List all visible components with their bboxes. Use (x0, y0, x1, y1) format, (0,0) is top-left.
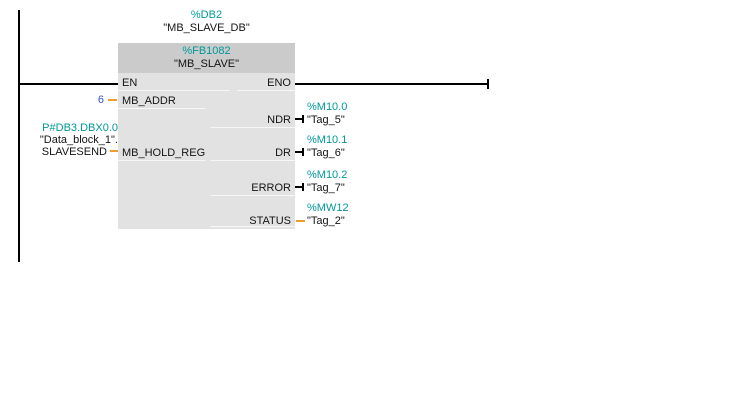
pin-mb-hold-reg[interactable]: MB_HOLD_REG (122, 147, 206, 159)
row-underline (118, 108, 206, 109)
error-connector-tick (302, 183, 304, 191)
pin-ndr[interactable]: NDR (267, 114, 291, 126)
dr-operand-address[interactable]: %M10.1 (307, 134, 348, 146)
row-underline (118, 90, 230, 91)
row-underline (210, 127, 295, 128)
eno-wire-end-tick (487, 79, 489, 89)
power-rail (18, 10, 20, 262)
instance-db-caption[interactable]: %DB2 "MB_SLAVE_DB" (118, 9, 295, 35)
error-operand-tag[interactable]: "Tag_7" (307, 182, 345, 194)
mb-hold-reg-connector-dash (110, 150, 118, 152)
ndr-connector-tick (302, 115, 304, 123)
row-underline (118, 160, 206, 161)
mb-hold-reg-pointer[interactable]: P#DB3.DBX0.0 (42, 122, 118, 134)
pin-mb-addr[interactable]: MB_ADDR (122, 95, 176, 107)
instance-db-name[interactable]: "MB_SLAVE_DB" (163, 22, 250, 34)
row-underline (210, 226, 295, 227)
dr-connector-tick (302, 148, 304, 156)
instance-db-address[interactable]: %DB2 (190, 9, 223, 21)
pin-eno[interactable]: ENO (267, 77, 291, 89)
mb-hold-reg-operand[interactable]: P#DB3.DBX0.0 "Data_block_1". SLAVESEND (18, 122, 118, 158)
en-wire (19, 83, 118, 85)
error-connector-stub (295, 186, 304, 188)
ndr-connector-stub (295, 118, 304, 120)
block-address: %FB1082 (182, 45, 231, 57)
pin-dr[interactable]: DR (275, 147, 291, 159)
row-underline (237, 90, 295, 91)
pin-error[interactable]: ERROR (251, 182, 291, 194)
mb-slave-block[interactable]: %FB1082 "MB_SLAVE" EN ENO MB_ADDR MB_HOL… (118, 43, 295, 229)
status-operand-address[interactable]: %MW12 (307, 202, 349, 214)
mb-addr-connector-dash (108, 99, 117, 101)
mb-hold-reg-datablock[interactable]: "Data_block_1". (39, 134, 118, 146)
mb-addr-operand[interactable]: 6 (97, 94, 104, 106)
row-underline (210, 160, 295, 161)
block-header[interactable]: %FB1082 "MB_SLAVE" (118, 43, 295, 73)
mb-hold-reg-member[interactable]: SLAVESEND (18, 146, 118, 158)
eno-wire (295, 83, 488, 85)
status-operand-tag[interactable]: "Tag_2" (307, 215, 345, 227)
dr-connector-stub (295, 151, 304, 153)
dr-operand-tag[interactable]: "Tag_6" (307, 147, 345, 159)
error-operand-address[interactable]: %M10.2 (307, 169, 348, 181)
row-underline (210, 195, 295, 196)
pin-en[interactable]: EN (122, 77, 138, 89)
pin-status[interactable]: STATUS (249, 215, 291, 227)
ndr-operand-address[interactable]: %M10.0 (307, 101, 348, 113)
block-name: "MB_SLAVE" (173, 58, 240, 70)
status-connector-dash (296, 220, 305, 222)
block-body: EN ENO MB_ADDR MB_HOLD_REG NDR DR ERROR … (118, 73, 295, 229)
ndr-operand-tag[interactable]: "Tag_5" (307, 114, 345, 126)
